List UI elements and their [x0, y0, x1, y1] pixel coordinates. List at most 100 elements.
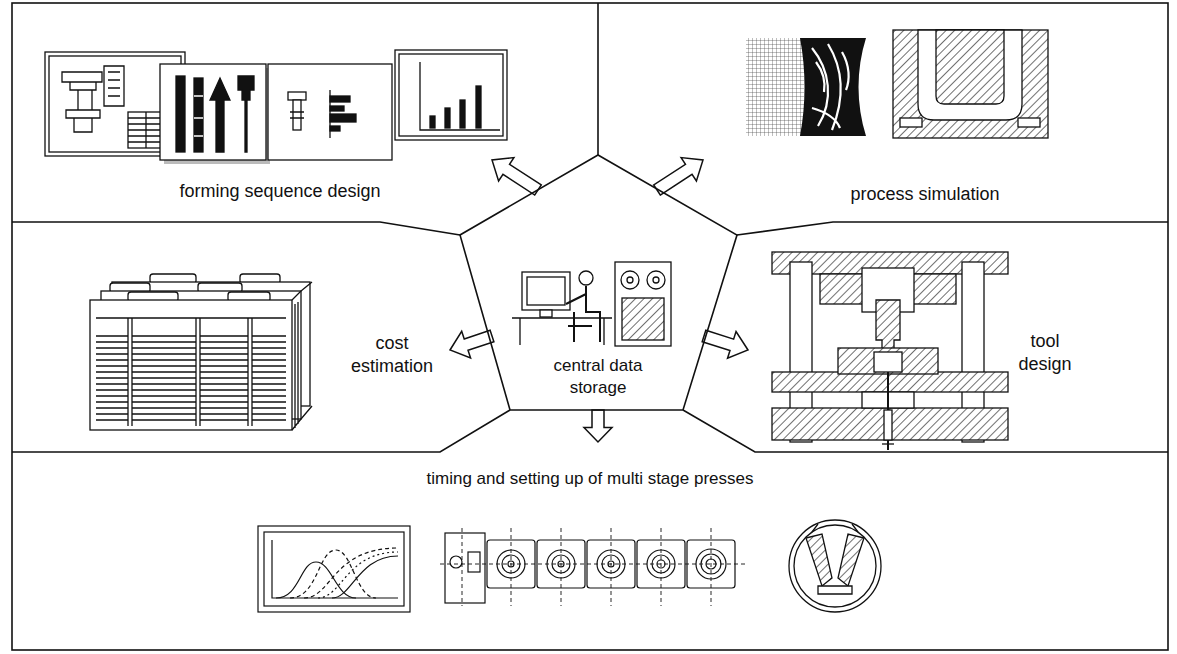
workstation-icon [647, 271, 665, 289]
sequence-screen [62, 72, 102, 132]
press-stations [468, 552, 480, 572]
die-cross-section [893, 30, 1048, 138]
panel-frame-lines [12, 3, 1168, 650]
stage-bars-screen [160, 64, 266, 160]
die-cross-section [1018, 118, 1040, 127]
card-file-box [252, 336, 286, 420]
transfer-gripper [789, 520, 881, 612]
timing-graph [332, 556, 398, 598]
workstation-icon [627, 277, 633, 283]
transfer-gripper [794, 525, 876, 607]
stage-bars-screen [210, 78, 230, 152]
tool-assembly [772, 372, 1008, 392]
die-cross-section [936, 30, 1004, 104]
block-arrow [702, 330, 748, 358]
press-stations [445, 533, 485, 603]
part-shape-screen [330, 106, 344, 111]
tool-assembly [838, 348, 938, 374]
workstation-icon [522, 272, 570, 310]
card-file-box [90, 300, 292, 430]
part-shape-screen [290, 112, 304, 118]
panel-frame-lines [737, 222, 1168, 235]
sequence-screen [104, 66, 124, 106]
block-arrow [450, 330, 494, 358]
mesh-simulation [812, 44, 849, 130]
bar-chart-screen [395, 50, 507, 140]
workstation-icon [540, 310, 552, 317]
transfer-gripper [818, 586, 852, 594]
tool-assembly [882, 443, 894, 444]
panel-frame-lines [12, 222, 460, 235]
transfer-gripper [812, 524, 858, 532]
block-arrow [492, 158, 541, 195]
timing-graph [264, 532, 404, 606]
workstation-icon [566, 286, 600, 342]
panel-region: timing and setting up of multi stage pre… [12, 452, 1168, 650]
card-file-box [132, 336, 196, 420]
workstation-icon [579, 271, 593, 285]
mesh-simulation [800, 38, 866, 136]
bar-chart-screen [476, 86, 481, 128]
tool-assembly [884, 410, 892, 440]
transfer-gripper [789, 520, 881, 612]
mesh-simulation [746, 38, 804, 136]
pentagon-outline [460, 155, 737, 410]
bar-chart-screen [399, 54, 503, 136]
panel-frame-lines [597, 3, 599, 155]
timing-graph [304, 548, 398, 598]
bar-chart-screen [395, 50, 507, 140]
press-stations [440, 528, 745, 606]
card-file-box [90, 274, 312, 430]
part-shape-screen [330, 126, 340, 131]
timing-graph [258, 526, 410, 612]
press-stations [450, 556, 462, 568]
part-shape-screen [268, 64, 392, 160]
transfer-gripper [838, 534, 864, 586]
die-cross-section [918, 30, 1022, 120]
timing-graph [290, 550, 376, 598]
part-shape-screen [330, 114, 356, 122]
bar-chart-screen [460, 100, 465, 128]
pentagon-outline [455, 150, 742, 415]
panel-title: process simulation [775, 183, 1075, 206]
workstation-icon [615, 262, 671, 346]
panel-region: tool design [737, 222, 1168, 452]
card-file-box [128, 318, 252, 426]
tool-assembly [874, 352, 902, 372]
block-arrow [584, 410, 612, 442]
stage-bars-screen [238, 76, 254, 152]
part-shape-screen [288, 92, 306, 100]
workstation-icon [622, 298, 664, 340]
die-cross-section [900, 118, 922, 127]
timing-graph [318, 552, 398, 598]
panel-title: cost estimation [342, 332, 442, 379]
stage-bars-screen [176, 76, 185, 152]
workstation-icon [527, 277, 565, 305]
tool-assembly [772, 408, 1008, 440]
card-file-box [200, 336, 248, 420]
die-cross-section [893, 30, 1048, 138]
part-shape-screen [293, 100, 301, 130]
panel-title: timing and setting up of multi stage pre… [290, 468, 890, 490]
hub-pentagon: central data storage [455, 150, 742, 415]
stage-bars-screen [194, 78, 203, 152]
press-stations [440, 528, 745, 606]
hub-label: central data storage [538, 355, 658, 399]
tool-assembly [772, 252, 1008, 450]
part-shape-screen [330, 96, 350, 102]
workstation-icon [512, 262, 671, 346]
transfer-gripper [806, 534, 832, 586]
card-file-box [292, 282, 312, 430]
panel-region: process simulation [598, 2, 1168, 222]
card-file-box [96, 318, 286, 420]
mesh-simulation [746, 38, 866, 136]
panel-region: cost estimation [12, 222, 462, 452]
panel-region: forming sequence design [12, 2, 598, 222]
bar-chart-screen [420, 62, 500, 130]
panel-title: tool design [1005, 330, 1085, 377]
timing-graph [272, 540, 398, 598]
panel-title: forming sequence design [120, 180, 440, 203]
